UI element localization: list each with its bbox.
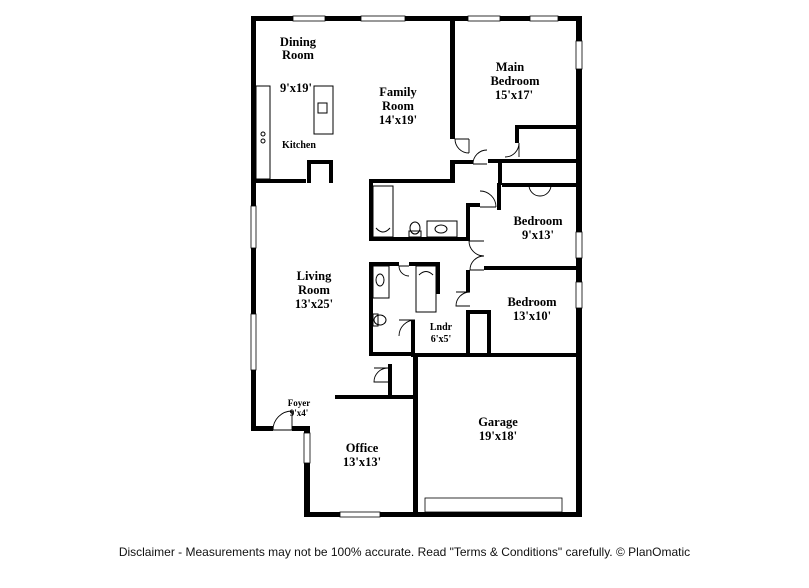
living-room-label: Living <box>297 269 332 283</box>
disclaimer-text: Disclaimer - Measurements may not be 100… <box>118 545 691 559</box>
main-bedroom-size: 15'x17' <box>495 88 533 102</box>
foyer-size: 9'x4' <box>290 408 309 418</box>
living-room-label-2: Room <box>298 283 331 297</box>
family-room-size: 14'x19' <box>379 113 417 127</box>
main-bedroom-label-2: Bedroom <box>490 74 540 88</box>
room-labels: Dining Room 9'x19' Family Room 14'x19' M… <box>280 35 563 469</box>
office-label: Office <box>346 441 379 455</box>
family-room-label: Family <box>379 85 417 99</box>
garage-size: 19'x18' <box>479 429 517 443</box>
kitchen-label: Kitchen <box>282 140 316 151</box>
living-room-size: 13'x25' <box>295 297 333 311</box>
foyer-label: Foyer <box>288 398 311 408</box>
bedroom-3-label: Bedroom <box>507 295 557 309</box>
windows <box>250 15 583 518</box>
bedroom-2-label: Bedroom <box>513 214 563 228</box>
dining-room-label-2: Room <box>282 48 315 62</box>
garage-label: Garage <box>478 415 518 429</box>
laundry-size: 6'x5' <box>431 334 452 345</box>
office-size: 13'x13' <box>343 455 381 469</box>
laundry-label: Lndr <box>430 322 453 333</box>
dining-room-size: 9'x19' <box>280 81 312 95</box>
bedroom-2-size: 9'x13' <box>522 228 554 242</box>
doors <box>272 138 552 431</box>
bedroom-3-size: 13'x10' <box>513 309 551 323</box>
fixtures <box>255 85 458 327</box>
family-room-label-2: Room <box>382 99 415 113</box>
main-bedroom-label: Main <box>496 60 525 74</box>
dining-room-label: Dining <box>280 35 317 49</box>
